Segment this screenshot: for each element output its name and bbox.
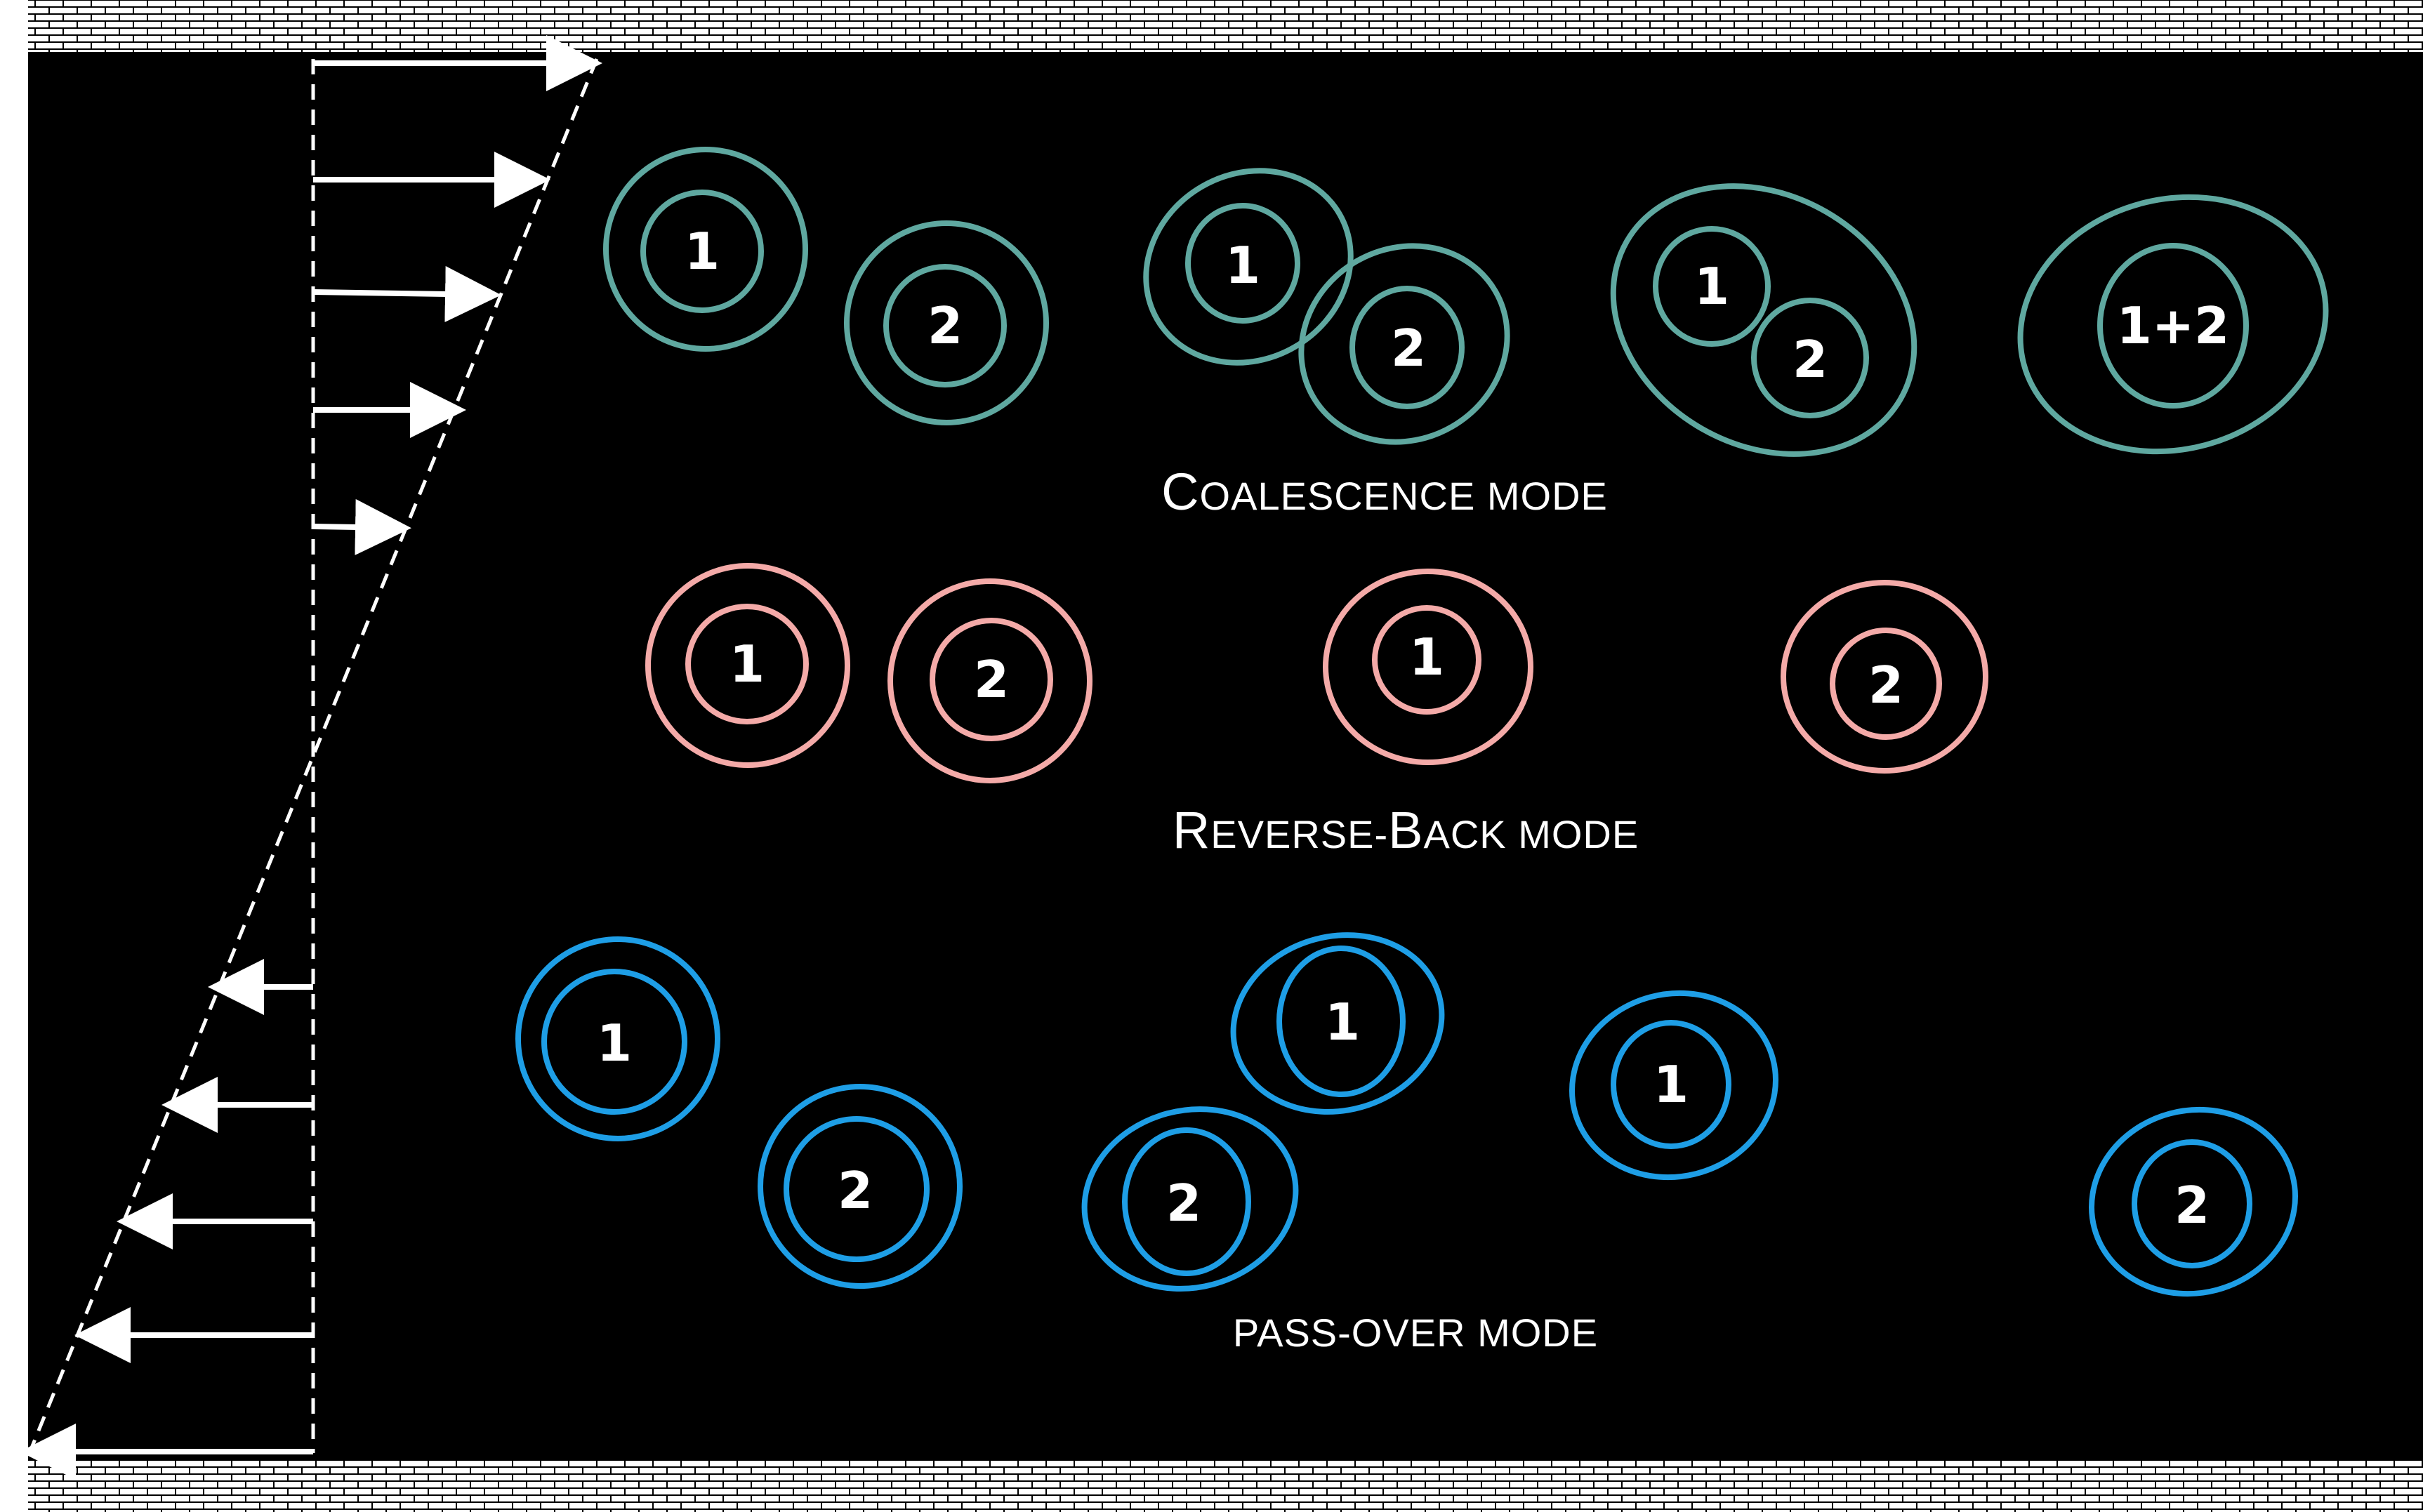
coalescence-stage-4 <box>2017 194 2329 455</box>
drop-label: 2 <box>1166 1174 1201 1233</box>
drop-label: 2 <box>2174 1176 2210 1235</box>
pass-over-stage-3 <box>1569 990 2298 1297</box>
velocity-arrows-left <box>20 959 313 1480</box>
drop-label: 1 <box>729 635 765 694</box>
coalescence-mode-label: COALESCENCE MODE <box>1161 463 1608 521</box>
reverse-back-stage-2 <box>1323 569 1533 765</box>
reverse-back-labels: 1 2 1 2 <box>729 628 1903 715</box>
drop-label: 1 <box>1653 1055 1689 1114</box>
coalescence-row <box>603 147 2329 457</box>
drop-label: 2 <box>1868 656 1903 715</box>
drop-label: 2 <box>974 650 1009 709</box>
wall-bottom <box>28 1460 2423 1512</box>
reverse-back-stage-1 <box>645 563 1092 783</box>
coalescence-stage-3 <box>1610 183 1917 457</box>
channel-background <box>28 52 2423 1460</box>
drop-label: 1+2 <box>2117 296 2230 355</box>
pass-over-labels: 1 2 1 2 1 2 <box>597 993 2210 1235</box>
drop-label: 1 <box>1325 993 1360 1052</box>
coalescence-stage-2 <box>1143 168 1510 445</box>
drop-label: 2 <box>1391 319 1426 378</box>
pass-over-stage-1 <box>515 936 963 1289</box>
drop-label: 2 <box>1793 330 1828 389</box>
coalescence-labels: 1 2 1 2 1 2 1+2 <box>685 222 2229 389</box>
drop-label: 2 <box>838 1161 873 1220</box>
pass-over-row <box>515 932 2298 1297</box>
drop-label: 1 <box>597 1014 632 1073</box>
reverse-back-mode-label: REVERSE-BACK MODE <box>1173 801 1639 859</box>
reverse-back-row <box>645 563 1988 783</box>
drop-label: 1 <box>1225 236 1260 295</box>
drop-label: 1 <box>685 222 720 281</box>
pass-over-stage-2 <box>1081 932 1445 1292</box>
reverse-back-stage-3 <box>1781 580 1988 774</box>
wall-top <box>28 0 2423 52</box>
coalescence-stage-1 <box>603 147 1049 425</box>
velocity-arrows-right <box>312 35 602 555</box>
drop-label: 1 <box>1409 628 1444 687</box>
pass-over-mode-label: PASS-OVER MODE <box>1233 1311 1598 1355</box>
shear-profile <box>20 35 602 1480</box>
drop-label: 1 <box>1694 257 1729 316</box>
drop-label: 2 <box>927 296 963 355</box>
